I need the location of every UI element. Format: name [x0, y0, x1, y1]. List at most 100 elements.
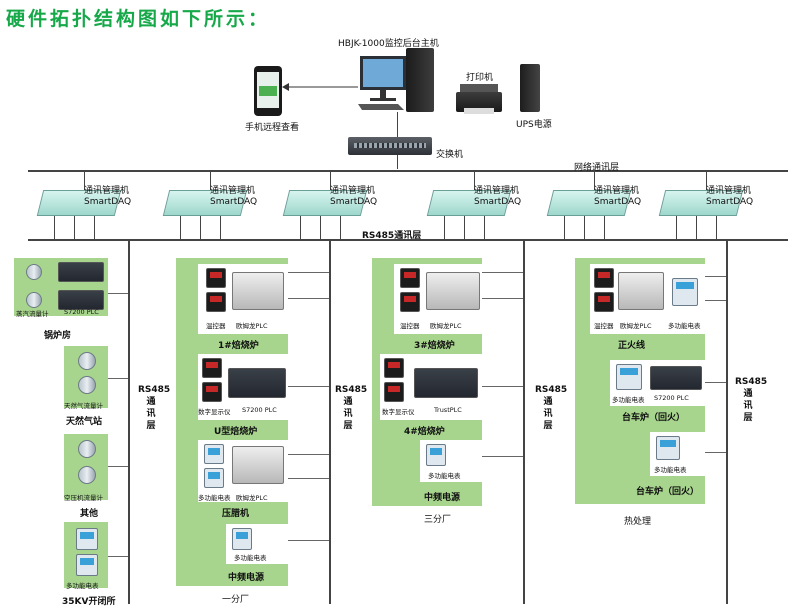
temp-controller-icon-2 — [594, 292, 614, 312]
power-meter-icon — [232, 528, 252, 550]
kiln1-label: 1#焙烧炉 — [218, 341, 259, 351]
gateway-downlink — [464, 214, 465, 240]
boiler-room-label: 锅炉房 — [44, 331, 72, 341]
press-label: 压腊机 — [222, 509, 250, 519]
gateway-downlink — [54, 214, 55, 240]
plant3-mf-box: 多功能电表 — [420, 440, 482, 482]
page-title: 硬件拓扑结构图如下所示： — [6, 8, 271, 30]
power-meter-icon — [76, 528, 98, 550]
car1-label: 台车炉（回火） — [622, 413, 686, 423]
gateway-uplink — [210, 170, 211, 190]
s7200-plc-icon — [228, 368, 286, 398]
ups-label: UPS电源 — [516, 120, 552, 130]
gateway-downlink — [200, 214, 201, 240]
rs485-vbus-3 — [523, 239, 525, 604]
gateway-downlink — [604, 214, 605, 240]
press-box: 多功能电表 欧姆龙PLC — [198, 440, 288, 502]
substation-label: 35KV开闭所 — [62, 597, 116, 607]
omron-plc-icon — [618, 272, 664, 310]
kiln3-box: 温控器 欧姆龙PLC — [394, 264, 482, 334]
gateway-downlink — [696, 214, 697, 240]
gateway-downlink — [716, 214, 717, 240]
temp-controller-icon — [400, 268, 420, 288]
omron-plc-icon — [232, 272, 284, 310]
other-panel: 空压机流量计 — [64, 434, 108, 502]
kiln4-label: 4#焙烧炉 — [404, 427, 445, 437]
s7200-plc-icon — [650, 366, 702, 390]
gateway-downlink — [320, 214, 321, 240]
mobile-label: 手机远程查看 — [245, 123, 300, 133]
omron-plc-icon — [426, 272, 480, 310]
car2-label: 台车炉（回火） — [636, 487, 700, 497]
s7200-plc-icon-2 — [58, 290, 104, 310]
plant1-mf-box: 多功能电表 — [226, 524, 288, 564]
server-label: HBJK-1000监控后台主机 — [338, 39, 439, 49]
gas-station-label: 天然气站 — [66, 417, 103, 427]
gateway-uplink — [474, 170, 475, 190]
rs485-vbus-2 — [329, 239, 331, 604]
steam-flowmeter-icon-2 — [26, 292, 42, 308]
temp-controller-icon-2 — [206, 292, 226, 312]
heat-label: 热处理 — [624, 517, 652, 527]
ukiln-label: U型焙烧炉 — [214, 427, 258, 437]
trust-plc-icon — [414, 368, 478, 398]
car1-box: 多功能电表 S7200 PLC — [610, 360, 705, 406]
gateway-uplink — [84, 170, 85, 190]
mobile-phone-icon — [254, 66, 282, 116]
substation-meter-caption: 多功能电表 — [66, 582, 99, 590]
air-flowmeter-caption: 空压机流量计 — [64, 494, 103, 502]
digital-display-icon — [202, 358, 222, 378]
car2-box: 多功能电表 — [650, 432, 705, 476]
temp-controller-icon — [206, 268, 226, 288]
power-meter-icon-2 — [204, 468, 224, 488]
gateway-downlink — [94, 214, 95, 240]
boiler-plc-caption: S7200 PLC — [64, 308, 99, 316]
s7200-plc-icon — [58, 262, 104, 282]
digital-display-icon-2 — [202, 382, 222, 402]
line-label: 正火线 — [618, 341, 646, 351]
rs485-bus-label: RS485通讯层 — [362, 231, 422, 241]
air-flowmeter-icon — [78, 440, 96, 458]
gas-flowmeter-icon — [78, 352, 96, 370]
other-label: 其他 — [80, 509, 99, 519]
gateway-downlink — [74, 214, 75, 240]
kiln1-box: 温控器 欧姆龙PLC — [198, 264, 288, 334]
network-layer-line — [28, 170, 788, 172]
kiln4-box: 数字显示仪 TrustPLC — [380, 354, 482, 420]
ups-icon — [520, 64, 540, 112]
plant3-label: 三分厂 — [424, 515, 452, 525]
gas-flowmeter-caption: 天然气流量计 — [64, 402, 103, 410]
power-meter-icon — [204, 444, 224, 464]
gateway-downlink — [484, 214, 485, 240]
boiler-room-panel: 蒸汽流量计 S7200 PLC — [14, 258, 108, 318]
steam-flowmeter-icon — [26, 264, 42, 280]
switch-label: 交换机 — [436, 150, 464, 160]
power-meter-icon-2 — [76, 554, 98, 576]
digital-display-icon — [384, 358, 404, 378]
gateway-downlink — [584, 214, 585, 240]
printer-icon — [456, 84, 502, 116]
temp-controller-icon-2 — [400, 292, 420, 312]
rs485-vbus-4 — [726, 239, 728, 604]
power-meter-icon — [616, 364, 642, 390]
rs485-vbus-1 — [128, 239, 130, 604]
gateway-downlink — [340, 214, 341, 240]
gateway-downlink — [676, 214, 677, 240]
plant1-label: 一分厂 — [222, 595, 250, 605]
omron-plc-icon — [232, 446, 284, 484]
steam-flowmeter-caption: 蒸汽流量计 — [16, 310, 49, 318]
line-box: 温控器 欧姆龙PLC 多功能电表 — [590, 264, 705, 334]
air-flowmeter-icon-2 — [78, 466, 96, 484]
ukiln-box: 数字显示仪 S7200 PLC — [198, 354, 288, 420]
network-switch-icon — [348, 137, 432, 155]
gateway-uplink — [594, 170, 595, 190]
